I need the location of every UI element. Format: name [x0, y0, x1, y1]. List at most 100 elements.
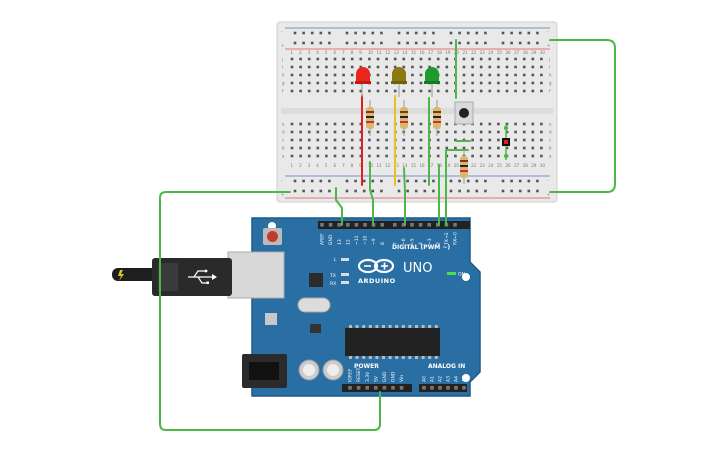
breadboard-hole[interactable]	[488, 122, 492, 126]
breadboard-hole[interactable]	[462, 73, 466, 77]
breadboard-hole[interactable]	[342, 73, 345, 77]
rail-hole[interactable]	[328, 41, 331, 45]
breadboard-hole[interactable]	[290, 122, 294, 126]
rail-hole[interactable]	[501, 41, 505, 45]
breadboard-hole[interactable]	[402, 65, 406, 69]
rail-hole[interactable]	[527, 41, 531, 45]
breadboard-hole[interactable]	[402, 154, 406, 158]
breadboard-hole[interactable]	[540, 89, 543, 93]
breadboard-hole[interactable]	[376, 122, 380, 126]
breadboard-hole[interactable]	[325, 146, 328, 150]
breadboard-hole[interactable]	[531, 154, 535, 158]
breadboard-hole[interactable]	[316, 138, 320, 142]
rail-hole[interactable]	[293, 189, 297, 193]
breadboard-hole[interactable]	[385, 154, 388, 158]
breadboard-hole[interactable]	[359, 57, 363, 61]
breadboard-hole[interactable]	[428, 89, 431, 93]
breadboard-hole[interactable]	[540, 73, 543, 77]
breadboard-hole[interactable]	[531, 89, 535, 93]
rail-hole[interactable]	[406, 31, 409, 35]
breadboard-hole[interactable]	[359, 146, 363, 150]
breadboard-hole[interactable]	[368, 154, 371, 158]
breadboard-hole[interactable]	[471, 138, 474, 142]
breadboard-hole[interactable]	[497, 154, 500, 158]
rail-hole[interactable]	[510, 31, 513, 35]
breadboard-hole[interactable]	[419, 65, 423, 69]
breadboard-hole[interactable]	[462, 89, 466, 93]
breadboard-hole[interactable]	[531, 146, 535, 150]
breadboard-hole[interactable]	[307, 89, 311, 93]
digital-pin[interactable]	[393, 223, 397, 227]
breadboard-hole[interactable]	[419, 81, 423, 85]
breadboard-hole[interactable]	[290, 73, 294, 77]
breadboard-hole[interactable]	[411, 130, 414, 134]
power-pin[interactable]	[399, 386, 404, 390]
breadboard-hole[interactable]	[350, 73, 354, 77]
rail-hole[interactable]	[458, 31, 461, 35]
resistor[interactable]	[460, 150, 468, 184]
breadboard-hole[interactable]	[505, 122, 509, 126]
breadboard-hole[interactable]	[325, 138, 328, 142]
rail-hole[interactable]	[380, 31, 383, 35]
breadboard-hole[interactable]	[290, 81, 294, 85]
breadboard-hole[interactable]	[333, 130, 337, 134]
rail-hole[interactable]	[302, 189, 305, 193]
breadboard-hole[interactable]	[505, 89, 509, 93]
analog-pin[interactable]	[422, 386, 426, 390]
breadboard-hole[interactable]	[531, 65, 535, 69]
breadboard-hole[interactable]	[436, 146, 440, 150]
breadboard-hole[interactable]	[445, 130, 449, 134]
breadboard-hole[interactable]	[488, 130, 492, 134]
red-led[interactable]	[355, 67, 371, 97]
rail-hole[interactable]	[397, 41, 401, 45]
breadboard-hole[interactable]	[325, 73, 328, 77]
green-led[interactable]	[424, 67, 440, 97]
breadboard-hole[interactable]	[350, 122, 354, 126]
breadboard-hole[interactable]	[402, 146, 406, 150]
rail-hole[interactable]	[432, 31, 435, 35]
breadboard-hole[interactable]	[402, 89, 406, 93]
breadboard-hole[interactable]	[488, 154, 492, 158]
breadboard-hole[interactable]	[514, 65, 517, 69]
rail-hole[interactable]	[527, 31, 531, 35]
rail-hole[interactable]	[423, 31, 427, 35]
breadboard-hole[interactable]	[505, 65, 509, 69]
breadboard-hole[interactable]	[497, 122, 500, 126]
breadboard-hole[interactable]	[299, 138, 302, 142]
breadboard-hole[interactable]	[385, 146, 388, 150]
breadboard-hole[interactable]	[522, 154, 526, 158]
breadboard-hole[interactable]	[316, 130, 320, 134]
wire-gnd-rail[interactable]	[335, 187, 343, 226]
rail-hole[interactable]	[293, 41, 297, 45]
pushbutton[interactable]	[454, 101, 474, 125]
rail-hole[interactable]	[466, 41, 470, 45]
rail-hole[interactable]	[310, 41, 314, 45]
breadboard-hole[interactable]	[359, 138, 363, 142]
breadboard-hole[interactable]	[333, 89, 337, 93]
breadboard-hole[interactable]	[419, 146, 423, 150]
rail-hole[interactable]	[423, 41, 427, 45]
yellow-led[interactable]	[391, 67, 407, 97]
breadboard-hole[interactable]	[445, 65, 449, 69]
rail-hole[interactable]	[449, 41, 453, 45]
probe-marker[interactable]	[502, 124, 510, 160]
breadboard-hole[interactable]	[299, 146, 302, 150]
breadboard-hole[interactable]	[471, 57, 474, 61]
breadboard-hole[interactable]	[385, 65, 388, 69]
rail-hole[interactable]	[432, 179, 435, 183]
breadboard-hole[interactable]	[471, 130, 474, 134]
breadboard-hole[interactable]	[290, 89, 294, 93]
breadboard-hole[interactable]	[368, 65, 371, 69]
breadboard-hole[interactable]	[445, 138, 449, 142]
power-pin[interactable]	[356, 386, 361, 390]
digital-pin[interactable]	[320, 223, 324, 227]
breadboard-hole[interactable]	[419, 122, 423, 126]
breadboard-hole[interactable]	[290, 154, 294, 158]
breadboard-hole[interactable]	[325, 130, 328, 134]
rail-hole[interactable]	[527, 179, 531, 183]
breadboard-hole[interactable]	[385, 89, 388, 93]
breadboard-hole[interactable]	[376, 146, 380, 150]
breadboard-hole[interactable]	[333, 122, 337, 126]
breadboard-hole[interactable]	[411, 122, 414, 126]
breadboard-hole[interactable]	[531, 81, 535, 85]
